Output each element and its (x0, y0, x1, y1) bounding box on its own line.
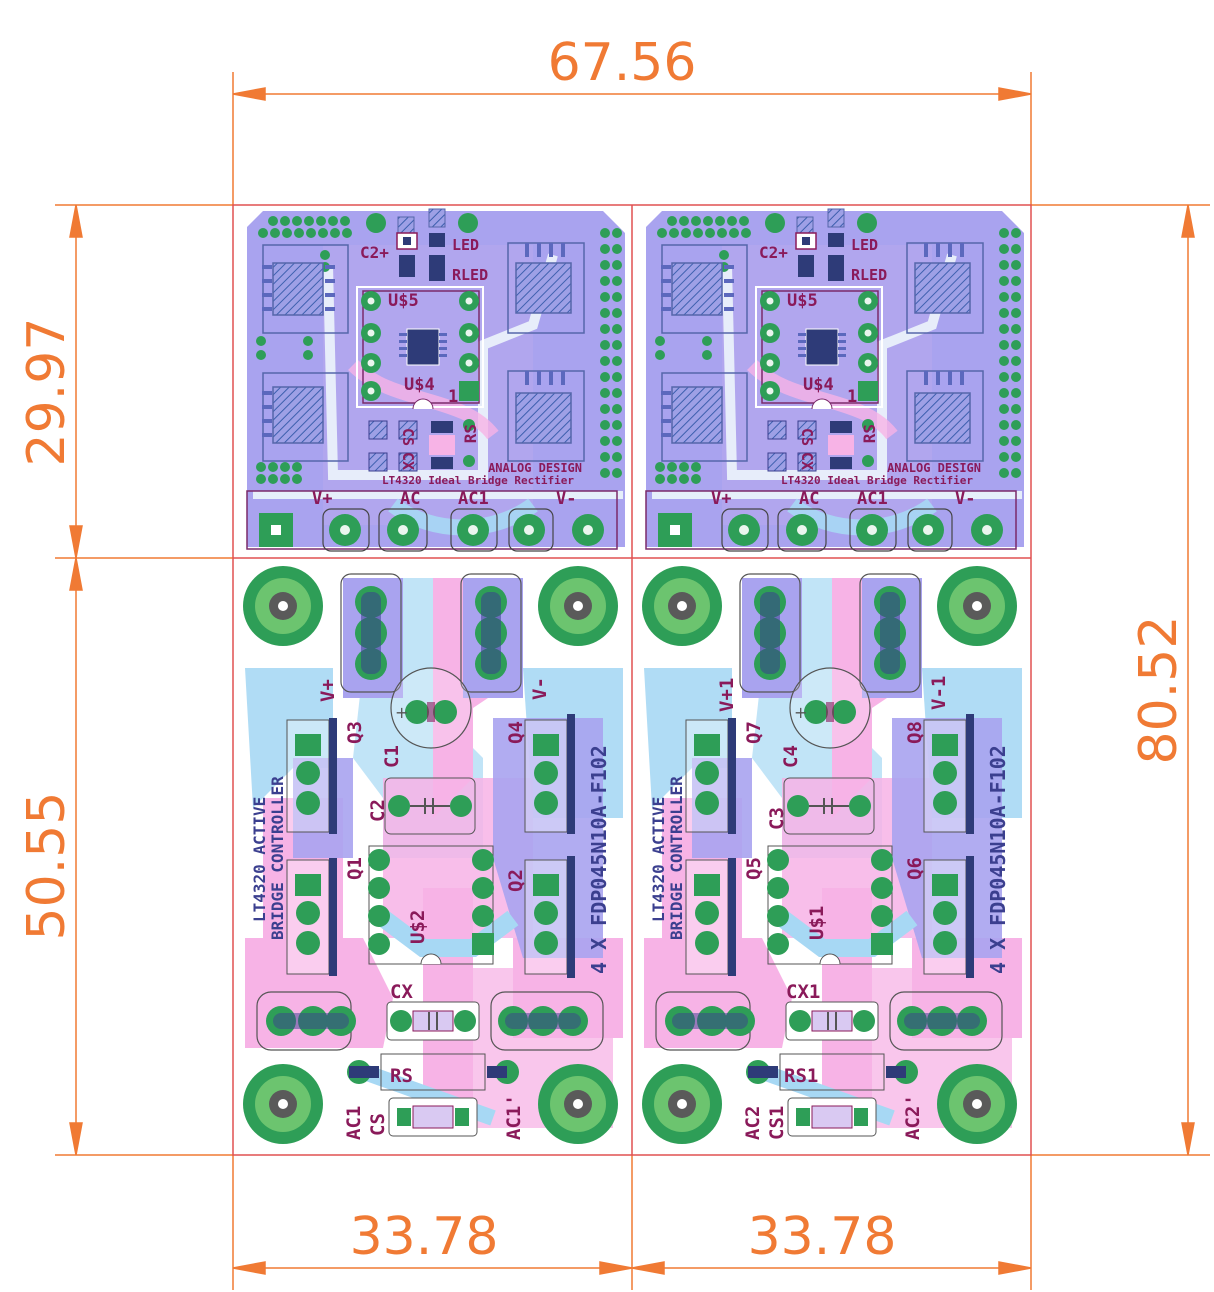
label-term-ac1: AC1 (857, 489, 888, 509)
label-rs: RS (390, 1065, 413, 1087)
label-rled: RLED (452, 266, 488, 284)
label-q1: Q5 (743, 857, 765, 880)
label-mosfet: 4 X FDP045N10A-F102 (986, 745, 1010, 974)
label-vplus: V+ (317, 679, 339, 702)
label-cx: CX1 (786, 981, 820, 1003)
label-c2: C3 (766, 807, 788, 830)
label-us4: U$4 (803, 375, 834, 395)
label-q3: Q7 (743, 721, 765, 744)
dim-bottom-height: 50.55 (17, 792, 77, 941)
label-c2-plus: C2+ (759, 243, 788, 262)
label-term-vplus: V+ (711, 489, 731, 509)
label-cx: CX (798, 452, 816, 470)
controller-labels-right: C2+ LED RLED U$5 U$4 1 CS CX RS ANALOG D… (711, 236, 981, 509)
label-us5: U$5 (388, 291, 419, 311)
label-vminus: V- (529, 677, 551, 700)
label-vplus: V+1 (716, 678, 738, 712)
label-q1: Q1 (344, 857, 366, 880)
label-ctrl-line1: LT4320 ACTIVE (649, 797, 668, 922)
label-cs: CS1 (766, 1106, 788, 1140)
board-outlines (232, 204, 1032, 1156)
label-us: U$1 (806, 906, 828, 940)
label-c1: C1 (381, 745, 403, 768)
label-ctrl-line2: BRIDGE CONTROLLER (268, 776, 287, 940)
label-product: LT4320 Ideal Bridge Rectifier (781, 474, 973, 487)
label-vminus: V-1 (928, 676, 950, 710)
label-pin1: 1 (448, 387, 458, 407)
label-led: LED (851, 236, 878, 254)
power-labels-right: V+1 V-1 Q7 Q8 C4 C3 Q5 Q6 U$1 CX1 RS1 CS… (649, 676, 1010, 1140)
label-q3: Q3 (344, 721, 366, 744)
label-term-ac: AC (400, 489, 420, 509)
label-rs: RS (461, 424, 480, 443)
label-us: U$2 (407, 910, 429, 944)
label-cs: CS (399, 428, 417, 446)
label-c2: C2 (367, 799, 389, 822)
label-brand: ANALOG DESIGN (488, 461, 582, 475)
label-q4: Q4 (505, 721, 527, 744)
label-c2-plus: C2+ (360, 243, 389, 262)
dim-total-height: 80.52 (1129, 616, 1189, 765)
label-term-vplus: V+ (312, 489, 332, 509)
power-board-right (642, 566, 1022, 1144)
label-brand: ANALOG DESIGN (887, 461, 981, 475)
dimension-lines (55, 72, 1210, 1290)
label-ctrl-line2: BRIDGE CONTROLLER (667, 776, 686, 940)
label-q2: Q6 (904, 857, 926, 880)
power-labels-left: V+ V- Q3 Q4 C1 C2 Q1 Q2 U$2 CX RS CS AC1… (250, 677, 611, 1140)
label-us4: U$4 (404, 375, 435, 395)
label-ctrl-line1: LT4320 ACTIVE (250, 797, 269, 922)
label-cx: CX (390, 981, 413, 1003)
dim-left-width: 33.78 (350, 1207, 499, 1267)
label-rs: RS1 (784, 1065, 818, 1087)
dim-right-width: 33.78 (748, 1207, 897, 1267)
label-q2: Q2 (505, 869, 527, 892)
controller-labels-left: C2+ LED RLED U$5 U$4 1 CS CX RS ANALOG D… (312, 236, 582, 509)
dim-total-width: 67.56 (548, 33, 697, 93)
label-ac-right: AC1' (503, 1094, 525, 1140)
label-cs: CS (367, 1113, 389, 1136)
label-ac-left: AC1 (343, 1106, 365, 1140)
label-c1: C4 (780, 745, 802, 768)
label-term-vminus: V- (556, 489, 576, 509)
label-led: LED (452, 236, 479, 254)
label-cs: CS (798, 428, 816, 446)
label-term-vminus: V- (955, 489, 975, 509)
label-ac-right: AC2' (902, 1094, 924, 1140)
label-rled: RLED (851, 266, 887, 284)
label-us5: U$5 (787, 291, 818, 311)
label-product: LT4320 Ideal Bridge Rectifier (382, 474, 574, 487)
label-q4: Q8 (904, 721, 926, 744)
label-term-ac1: AC1 (458, 489, 489, 509)
label-rs: RS (860, 424, 879, 443)
dim-top-height: 29.97 (17, 318, 77, 467)
label-mosfet: 4 X FDP045N10A-F102 (587, 745, 611, 974)
label-term-ac: AC (799, 489, 819, 509)
label-ac-left: AC2 (742, 1106, 764, 1140)
label-pin1: 1 (847, 387, 857, 407)
power-board-left (243, 566, 623, 1144)
label-cx: CX (399, 452, 417, 470)
